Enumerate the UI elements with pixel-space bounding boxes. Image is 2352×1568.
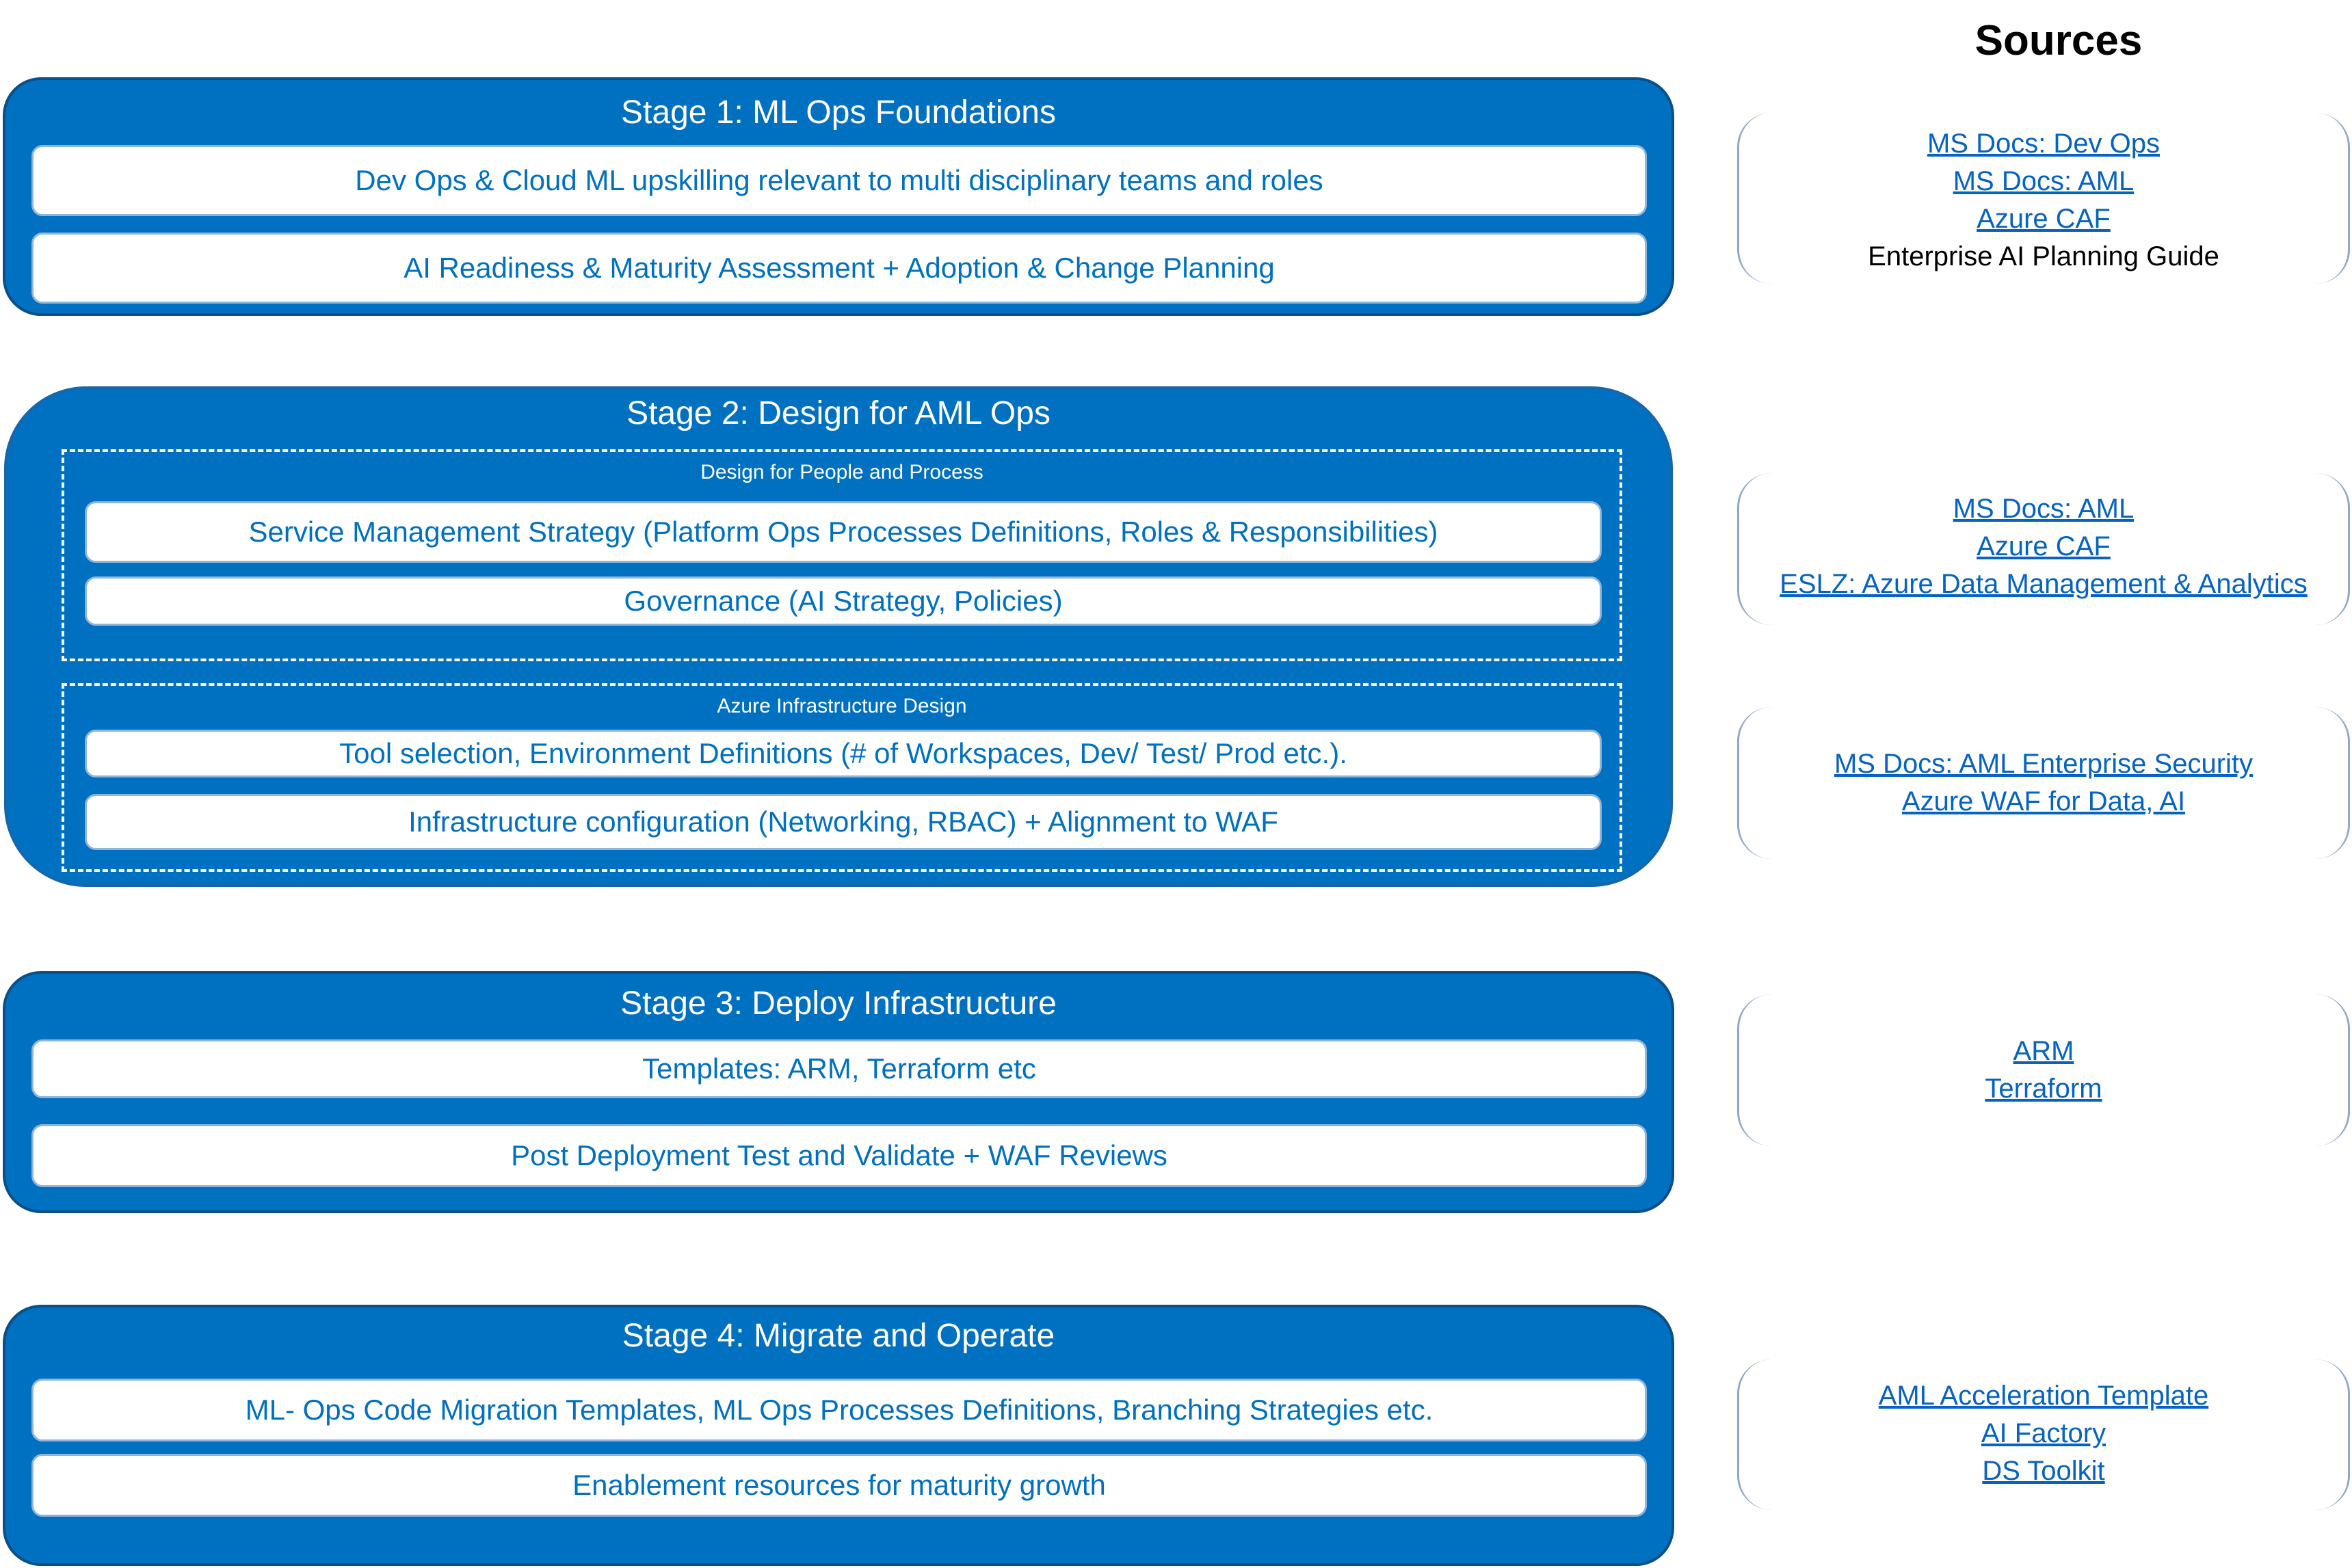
sources-stage-4: AML Acceleration Template AI Factory DS …: [1737, 1359, 2350, 1510]
stage-4-box: Stage 4: Migrate and Operate ML- Ops Cod…: [3, 1305, 1674, 1566]
service-management-item: Service Management Strategy (Platform Op…: [85, 501, 1602, 563]
source-link[interactable]: Terraform: [1985, 1074, 2102, 1104]
infrastructure-design-group: Azure Infrastructure Design Tool selecti…: [62, 683, 1622, 872]
infrastructure-design-group-title: Azure Infrastructure Design: [717, 695, 967, 717]
sources-stage-4-list: AML Acceleration Template AI Factory DS …: [1739, 1377, 2348, 1490]
stage-1-box: Stage 1: ML Ops Foundations Dev Ops & Cl…: [3, 77, 1674, 316]
sources-stage-2-infrastructure-list: MS Docs: AML Enterprise Security Azure W…: [1739, 745, 2348, 821]
source-link[interactable]: MS Docs: AML: [1953, 494, 2135, 524]
stage-1-item-1: Dev Ops & Cloud ML upskilling relevant t…: [31, 145, 1647, 216]
sources-stage-1-list: MS Docs: Dev Ops MS Docs: AML Azure CAF …: [1739, 125, 2348, 276]
stage-4-item-1: ML- Ops Code Migration Templates, ML Ops…: [31, 1379, 1647, 1441]
source-link[interactable]: ESLZ: Azure Data Management & Analytics: [1780, 569, 2308, 599]
sources-stage-2-infrastructure: MS Docs: AML Enterprise Security Azure W…: [1737, 707, 2350, 859]
sources-stage-3-list: ARM Terraform: [1739, 1033, 2348, 1108]
stage-3-item-1: Templates: ARM, Terraform etc: [31, 1039, 1647, 1098]
sources-stage-3: ARM Terraform: [1737, 994, 2350, 1146]
stage-1-item-2: AI Readiness & Maturity Assessment + Ado…: [31, 232, 1647, 304]
stage-3-title: Stage 3: Deploy Infrastructure: [620, 985, 1057, 1022]
people-process-group: Design for People and Process Service Ma…: [62, 449, 1622, 661]
source-link[interactable]: MS Docs: Dev Ops: [1927, 129, 2161, 159]
stage-4-title: Stage 4: Migrate and Operate: [622, 1318, 1055, 1354]
people-process-group-title: Design for People and Process: [700, 461, 983, 483]
sources-stage-2-people-process: MS Docs: AML Azure CAF ESLZ: Azure Data …: [1737, 473, 2350, 625]
source-link[interactable]: MS Docs: AML Enterprise Security: [1834, 749, 2254, 779]
sources-heading: Sources: [1974, 17, 2143, 64]
source-text: Enterprise AI Planning Guide: [1868, 241, 2219, 271]
source-link[interactable]: AI Factory: [1981, 1418, 2106, 1448]
sources-stage-2-people-process-list: MS Docs: AML Azure CAF ESLZ: Azure Data …: [1739, 490, 2348, 603]
source-link[interactable]: ARM: [2013, 1036, 2074, 1066]
infrastructure-configuration-item: Infrastructure configuration (Networking…: [85, 794, 1602, 850]
stage-3-box: Stage 3: Deploy Infrastructure Templates…: [3, 971, 1674, 1213]
source-link[interactable]: MS Docs: AML: [1953, 166, 2135, 196]
source-link[interactable]: AML Acceleration Template: [1878, 1381, 2209, 1411]
stage-2-box: Stage 2: Design for AML Ops Design for P…: [4, 386, 1673, 887]
source-link[interactable]: Azure CAF: [1977, 531, 2111, 561]
stage-4-item-2: Enablement resources for maturity growth: [31, 1454, 1647, 1517]
stage-3-item-2: Post Deployment Test and Validate + WAF …: [31, 1124, 1647, 1187]
stage-1-title: Stage 1: ML Ops Foundations: [621, 94, 1056, 131]
tool-selection-item: Tool selection, Environment Definitions …: [85, 730, 1602, 778]
source-link[interactable]: DS Toolkit: [1982, 1456, 2105, 1486]
source-link[interactable]: Azure WAF for Data, AI: [1901, 786, 2186, 816]
stage-2-title: Stage 2: Design for AML Ops: [626, 395, 1051, 431]
governance-item: Governance (AI Strategy, Policies): [85, 576, 1602, 626]
sources-stage-1: MS Docs: Dev Ops MS Docs: AML Azure CAF …: [1737, 113, 2350, 284]
source-link[interactable]: Azure CAF: [1977, 204, 2111, 234]
